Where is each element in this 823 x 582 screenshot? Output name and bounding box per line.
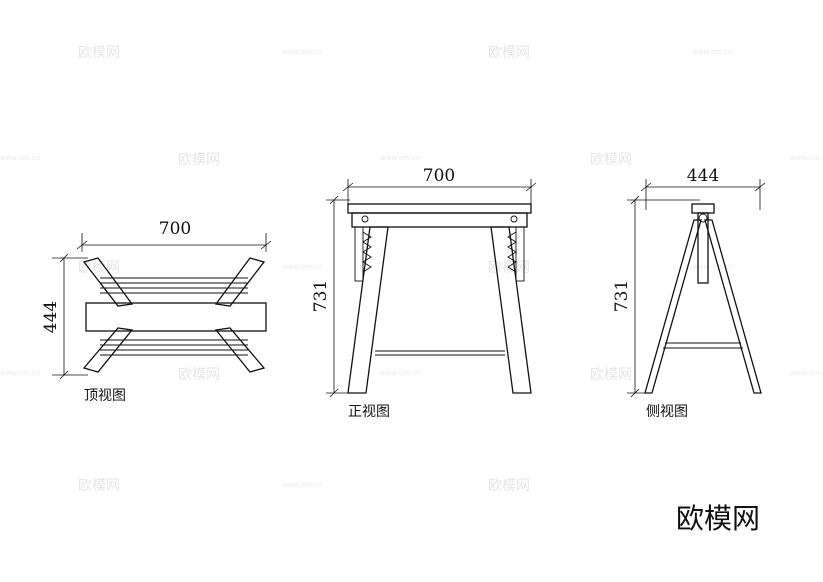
watermark-text: 欧模网: [488, 45, 530, 61]
background-watermarks: 欧模网 www.om.cn 欧模网 www.om.cn www.om.cn 欧模…: [0, 45, 823, 494]
watermark-text: 欧模网: [78, 478, 120, 494]
watermark-text: 欧模网: [78, 45, 120, 61]
top-depth-dimension: 444: [41, 253, 88, 380]
watermark-url: www.om.cn: [790, 369, 823, 377]
top-depth-value: 444: [41, 301, 61, 333]
watermark-url: www.om.cn: [282, 48, 322, 56]
top-width-dimension: 700: [76, 219, 272, 252]
front-view-label: 正视图: [348, 404, 390, 420]
side-height-value: 731: [612, 280, 632, 312]
watermark-url: www.om.cn: [282, 481, 322, 489]
top-view-drawing: [82, 257, 267, 373]
watermark-text: 欧模网: [178, 367, 220, 383]
side-view-drawing: [644, 203, 762, 394]
front-height-value: 731: [311, 280, 331, 312]
top-view-label: 顶视图: [84, 388, 126, 404]
top-width-value: 700: [159, 219, 191, 239]
watermark-text: 欧模网: [590, 152, 632, 168]
front-view-drawing: [347, 203, 532, 394]
watermark-url: www.om.cn: [380, 369, 420, 377]
front-view: 700 731: [311, 166, 537, 420]
brand-logo-text: 欧模网: [676, 502, 760, 535]
top-view: 700 444: [41, 219, 272, 404]
watermark-url: www.om.cn: [0, 154, 40, 162]
watermark-url: www.om.cn: [0, 369, 40, 377]
front-width-value: 700: [423, 166, 455, 186]
watermark-text: 欧模网: [78, 260, 120, 276]
watermark-text: 欧模网: [178, 152, 220, 168]
watermark-text: 欧模网: [488, 478, 530, 494]
watermark-url: www.om.cn: [692, 263, 732, 271]
side-view-label: 侧视图: [646, 404, 688, 420]
side-height-dimension: 731: [612, 195, 700, 398]
front-width-dimension: 700: [342, 166, 537, 204]
side-depth-dimension: 444: [640, 166, 766, 210]
watermark-url: www.om.cn: [282, 263, 322, 271]
front-height-dimension: 731: [311, 195, 350, 398]
watermark-text: 欧模网: [590, 367, 632, 383]
watermark-url: www.om.cn: [692, 48, 732, 56]
side-view: 444 731 侧视图: [612, 166, 766, 420]
watermark-url: www.om.cn: [380, 154, 420, 162]
watermark-url: www.om.cn: [790, 154, 823, 162]
side-depth-value: 444: [687, 166, 719, 186]
